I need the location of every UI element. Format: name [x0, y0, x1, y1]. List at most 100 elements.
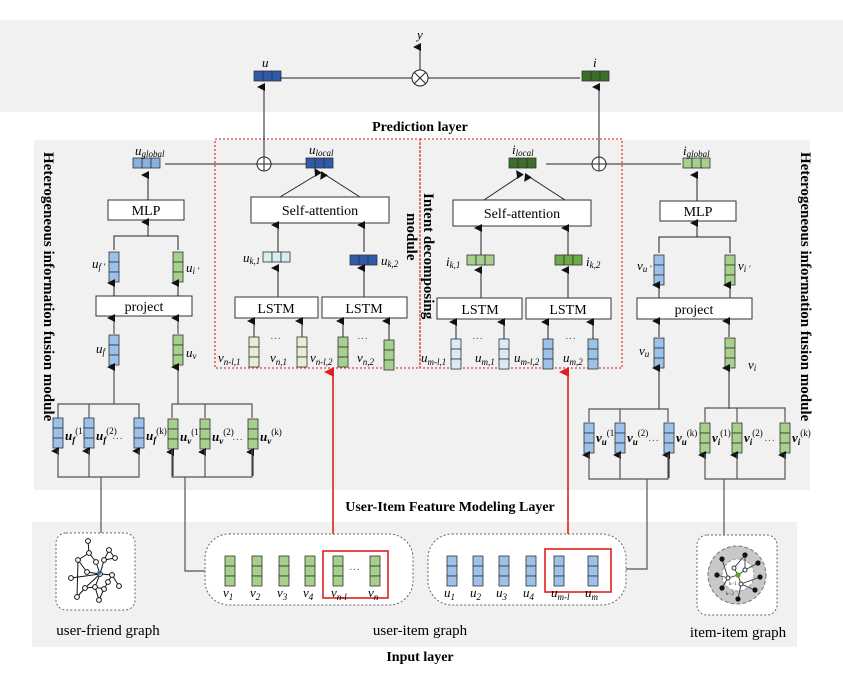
- vector-cell: [349, 254, 360, 266]
- vector-cell: [653, 337, 665, 349]
- vector-cell: [553, 565, 565, 577]
- vector-cell: [369, 565, 381, 577]
- vector-cell: [498, 338, 510, 350]
- graph-node: [96, 597, 102, 603]
- vector-cell: [587, 358, 599, 370]
- ring-label: k−2: [726, 592, 734, 597]
- item-self-attention-box: [452, 199, 592, 227]
- uf: [108, 334, 120, 366]
- graph-node: [738, 581, 744, 587]
- graph-edge: [76, 559, 79, 598]
- vector-cell: [653, 254, 665, 266]
- graph-node: [68, 575, 74, 581]
- user-intent-input-vector: [248, 336, 260, 368]
- item-intent-input-vector: [587, 338, 599, 370]
- user-self-attention-box: [250, 196, 390, 224]
- vector-label: vn,2: [357, 350, 375, 367]
- vector-cell: [542, 358, 554, 370]
- vector-cell: [247, 428, 259, 440]
- vector-cell: [262, 70, 273, 82]
- intent-user-module: ulocal Self-attention uk,1 uk,2 LSTM LST…: [218, 142, 408, 371]
- i-k2-label: ik,2: [586, 254, 601, 270]
- vector-cell: [108, 354, 120, 366]
- i-k1-label: ik,1: [446, 254, 460, 270]
- vector-cell: [332, 565, 344, 577]
- graph-node: [75, 557, 81, 563]
- vector-cell: [271, 70, 282, 82]
- vector-label: vn: [368, 585, 379, 602]
- graph-center-node: [97, 571, 101, 575]
- vi: [724, 337, 736, 369]
- i-label: i: [593, 55, 597, 70]
- vector-cell: [779, 422, 791, 434]
- item-intent-input-vector: [450, 338, 462, 370]
- item-seq-vector: [332, 555, 344, 587]
- uf-prime: [108, 251, 120, 283]
- u-k1-label: uk,1: [243, 250, 260, 266]
- graph-node: [105, 579, 111, 585]
- vector-cell: [52, 427, 64, 439]
- left-project-box: [95, 295, 193, 317]
- vector-label: vn,1: [270, 350, 287, 367]
- vector-cell: [599, 70, 610, 82]
- right-fusion-module-label: Heterogeneous information fusion module: [797, 152, 813, 422]
- vector-label: u1: [444, 585, 455, 602]
- u-global-label: uglobal: [135, 143, 165, 159]
- input-layer-label: Input layer: [386, 650, 453, 665]
- vector-label: u4: [523, 585, 535, 602]
- u-v-2-vector: [199, 418, 211, 450]
- item-lstm2-box: [525, 297, 612, 320]
- user-intent-input-vector: [337, 336, 349, 368]
- graph-node: [92, 584, 98, 590]
- u-i-prime-label: ui ′: [186, 260, 200, 276]
- u-f-3-vector: [133, 417, 145, 449]
- vector-cell: [224, 555, 236, 567]
- vector-cell: [150, 157, 161, 169]
- left-fusion-module: uglobal MLP uf ′ ui ′ project uf uv uf(1…: [51, 143, 282, 572]
- vector-cell: [450, 358, 462, 370]
- v-u-1-vector: [583, 422, 595, 454]
- vector-label: vi(k): [792, 428, 811, 447]
- graph-node: [74, 594, 80, 600]
- ui-prime: [172, 251, 184, 283]
- intent-item-module-box: [419, 138, 623, 369]
- vector-cell: [553, 555, 565, 567]
- vector-cell: [498, 358, 510, 370]
- vector-cell: [583, 422, 595, 434]
- v-u-prime-label: vu ′: [637, 258, 653, 274]
- v-agg-top: [171, 403, 253, 418]
- graph-node: [725, 575, 731, 581]
- graph-node: [755, 560, 761, 566]
- vector-cell: [262, 251, 273, 263]
- graph-node: [116, 583, 122, 589]
- i-local-vector: [508, 157, 537, 169]
- graph-node: [106, 547, 112, 553]
- u-global-vector: [132, 157, 161, 169]
- graph-node: [719, 585, 725, 591]
- vector-cell: [587, 565, 599, 577]
- vector-cell: [383, 339, 395, 351]
- vector-label: vi(2): [744, 428, 763, 447]
- input-layer-band: [32, 522, 797, 647]
- graph-node: [752, 587, 758, 593]
- ellipsis: ···: [565, 333, 576, 345]
- vector-cell: [224, 575, 236, 587]
- vector-cell: [699, 432, 711, 444]
- u-i-prime-vector: [172, 251, 184, 283]
- graph-edge: [733, 554, 746, 569]
- vector-cell: [52, 417, 64, 429]
- graph-node: [84, 569, 90, 575]
- u-local-vector: [305, 157, 334, 169]
- u-label: u: [262, 55, 269, 70]
- item-self-attention-label: Self-attention: [484, 207, 560, 222]
- item-item-graph-label: item-item graph: [690, 625, 787, 641]
- vector-cell: [369, 575, 381, 587]
- user-seq-vector: [472, 555, 484, 587]
- graph-node: [109, 572, 115, 578]
- prediction-layer-label: Prediction layer: [372, 120, 468, 135]
- vector-cell: [248, 336, 260, 348]
- vector-cell: [332, 575, 344, 587]
- graph-node: [742, 567, 748, 573]
- vector-cell: [663, 442, 675, 454]
- user-lstm2-box: [321, 296, 408, 319]
